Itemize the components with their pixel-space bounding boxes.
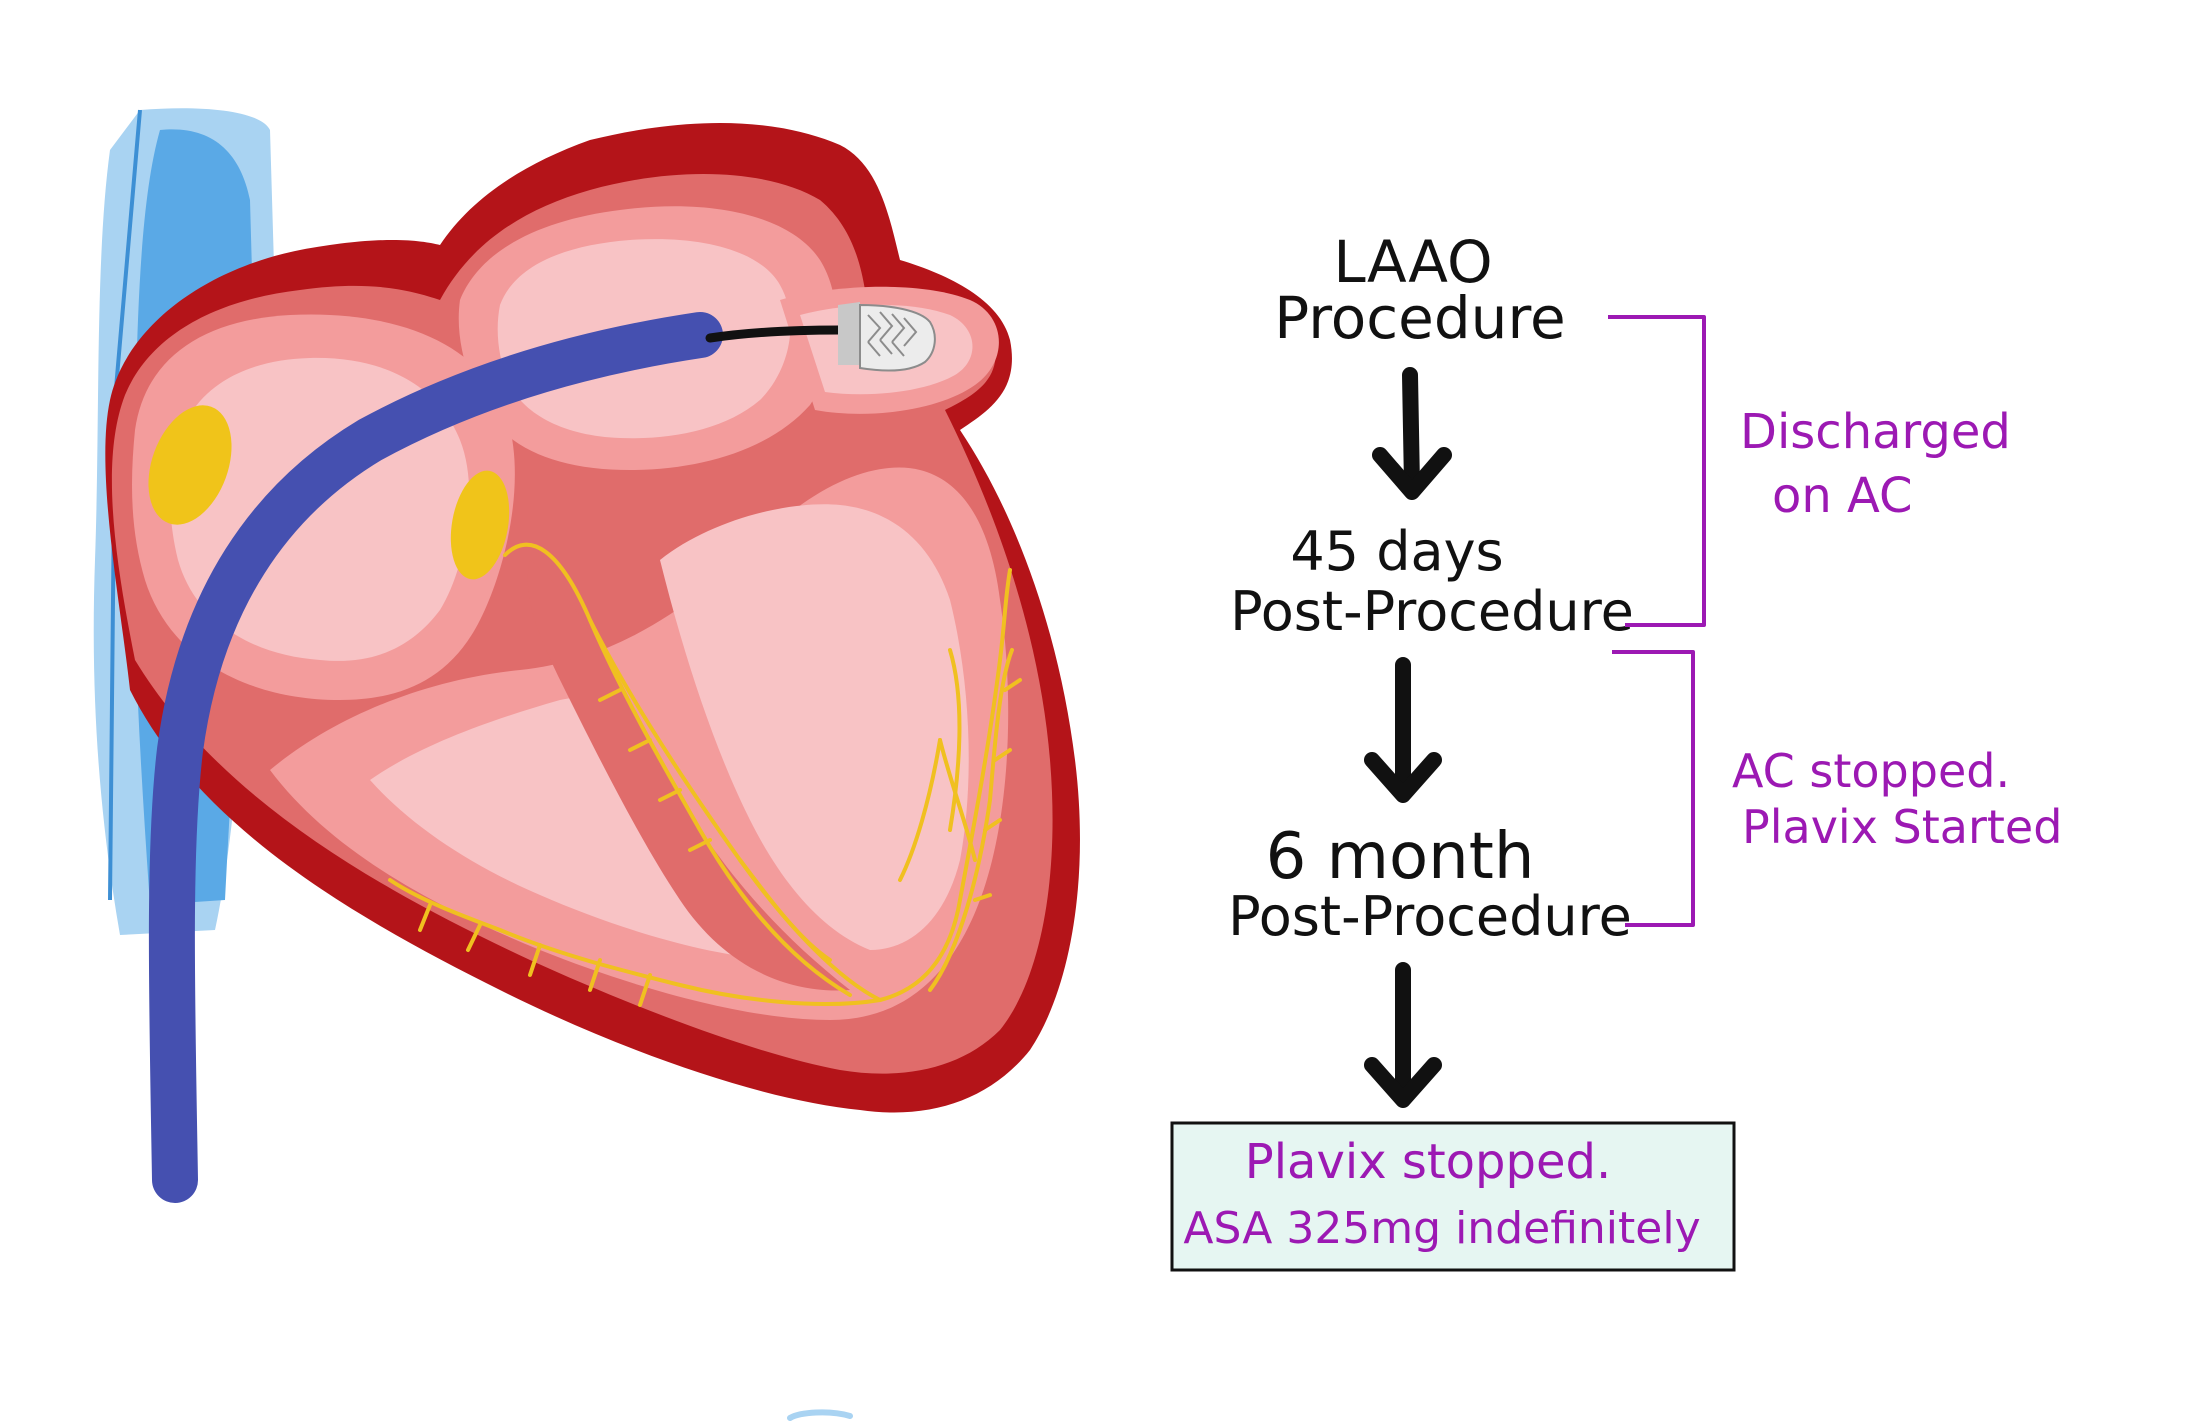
down-arrow-3 xyxy=(1364,962,1442,1108)
bracket-2-shape xyxy=(1612,650,1695,927)
step-1-line1: LAAO xyxy=(1333,228,1492,296)
bracket-2-line1: AC stopped. xyxy=(1732,744,2010,798)
bracket-1-line1: Discharged xyxy=(1740,404,2011,460)
step-3-line1: 6 month xyxy=(1266,820,1535,894)
guidewire-shape xyxy=(705,325,845,343)
sa-node-shape xyxy=(148,405,232,525)
final-box-line1: Plavix stopped. xyxy=(1245,1134,1612,1190)
final-outcome-box xyxy=(1170,1121,1736,1272)
bracket-1-line2: on AC xyxy=(1772,468,1913,524)
step-3-line2: Post-Procedure xyxy=(1228,885,1632,948)
step-1-line2: Procedure xyxy=(1274,284,1565,352)
bracket-2-line2: Plavix Started xyxy=(1742,800,2062,854)
final-box-line2: ASA 325mg indefinitely xyxy=(1183,1203,1700,1254)
heart-illustration xyxy=(93,108,1080,1421)
step-2-line2: Post-Procedure xyxy=(1230,580,1634,643)
occluder-device-shape xyxy=(838,302,936,372)
conduction-fibers xyxy=(388,542,1022,1007)
catheter-assembly xyxy=(148,302,936,1203)
left-ventricle-shape xyxy=(660,504,969,950)
av-node-shape xyxy=(450,470,510,580)
step-2-line1: 45 days xyxy=(1290,520,1503,583)
annotation-brackets: Discharged on AC AC stopped. Plavix Star… xyxy=(1608,315,2062,927)
catheter-tube-shape xyxy=(148,312,723,1203)
septum-shape xyxy=(527,560,850,991)
small-blue-mark xyxy=(787,1409,853,1421)
down-arrow-2 xyxy=(1364,657,1442,803)
down-arrow-1 xyxy=(1372,367,1452,500)
flowchart: LAAO Procedure 45 days Post-Procedure 6 … xyxy=(1170,228,1736,1272)
bracket-1-shape xyxy=(1608,315,1706,627)
